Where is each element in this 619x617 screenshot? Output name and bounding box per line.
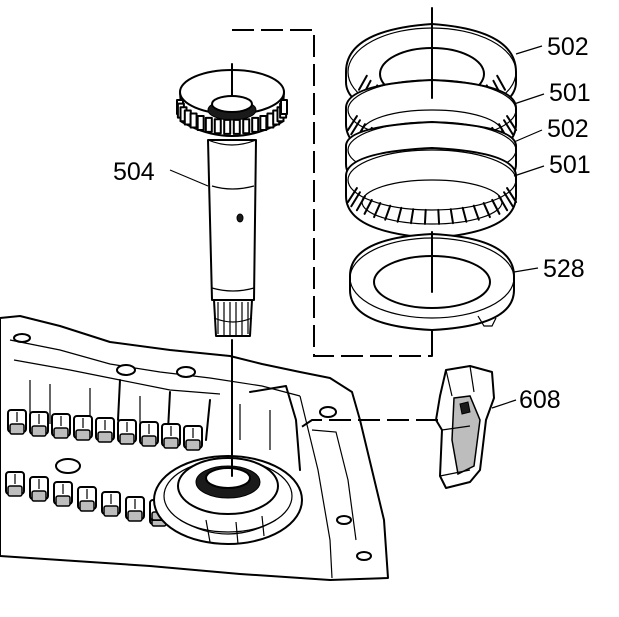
part-608-bracket	[435, 365, 495, 489]
leader-501a	[513, 93, 545, 105]
leader-502a	[515, 45, 543, 55]
drive-sprocket	[153, 455, 303, 545]
callout-501-lower: 501	[549, 151, 591, 179]
alignment-lines	[231, 7, 438, 477]
leader-lines	[169, 45, 545, 409]
leader-608	[491, 399, 517, 409]
leader-504	[169, 169, 209, 187]
callout-502-top: 502	[547, 33, 589, 61]
callout-504: 504	[113, 158, 155, 186]
leader-528	[513, 267, 539, 273]
leader-502b	[513, 129, 543, 143]
callout-608: 608	[519, 386, 561, 414]
callout-labels: 502 501 502 501 528 504 608	[113, 33, 591, 414]
input-shaft-504	[176, 69, 288, 337]
callout-502-lower: 502	[547, 115, 589, 143]
callout-501-upper: 501	[549, 79, 591, 107]
callout-528: 528	[543, 255, 585, 283]
bearing-501-lower	[345, 147, 518, 239]
leader-501b	[513, 165, 545, 177]
